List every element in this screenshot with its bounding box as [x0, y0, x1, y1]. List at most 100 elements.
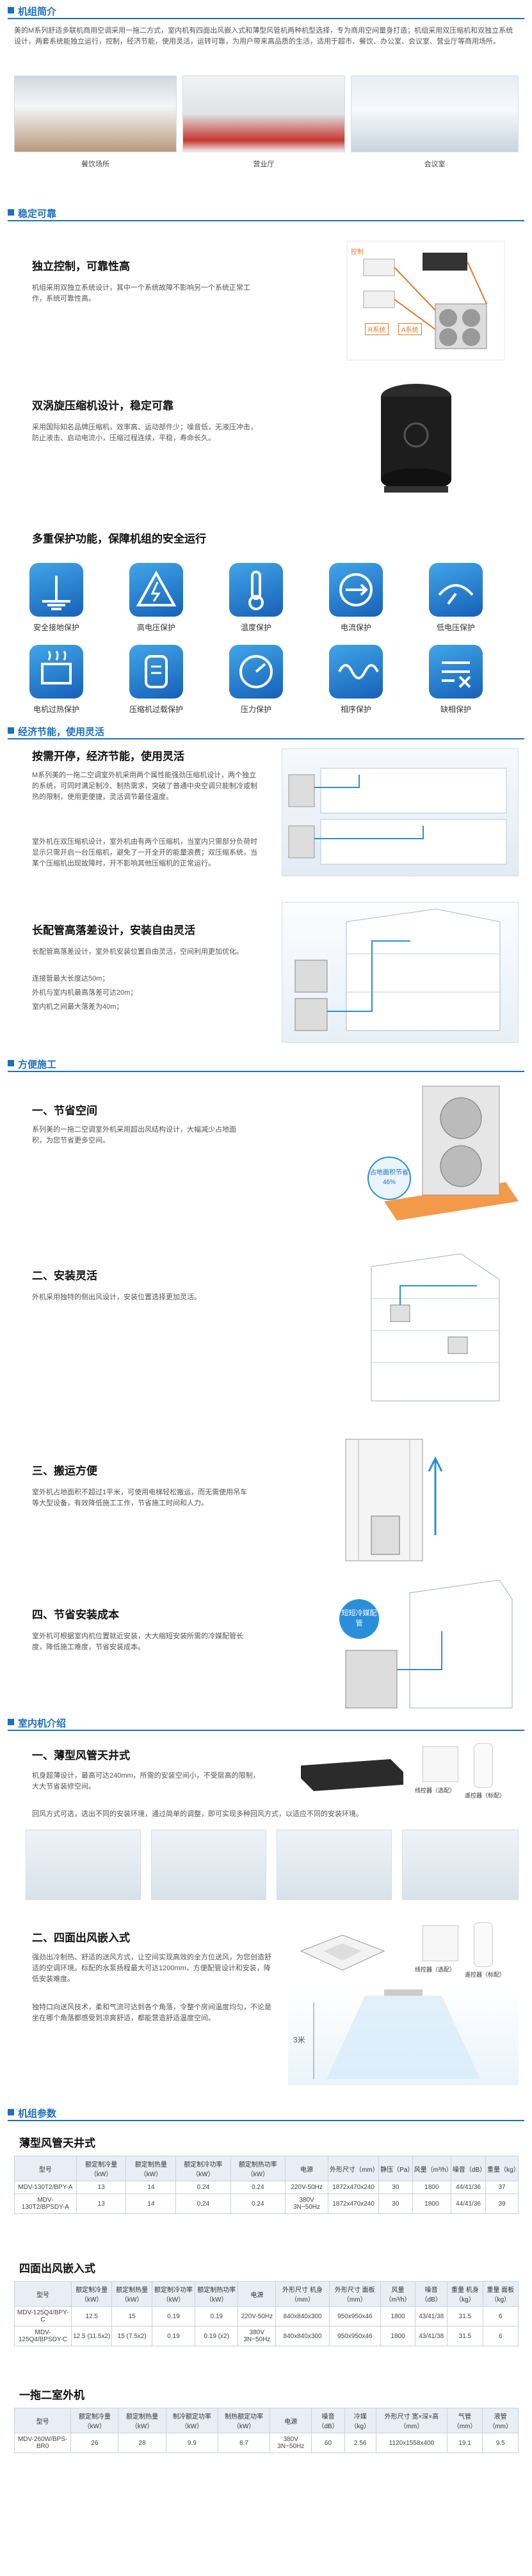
remote-controller-icon: [474, 1743, 493, 1788]
building-install-svg: [371, 1253, 500, 1402]
table-header: 外形尺寸 宽×深×高（mm）: [376, 2408, 447, 2433]
table-header: 额定制冷功率（kW）: [175, 2156, 231, 2181]
table-cell: MDV-125Q4/BPY-C: [13, 2306, 72, 2327]
feature-text-dual-compressor: 室外机在双压缩机设计，室外机由有两个压缩机，当室内只需部分负荷时显示只需开启一台…: [32, 838, 257, 867]
table-header: 额定制热量（kW）: [111, 2281, 152, 2307]
airflow-illustration: 3米: [288, 1989, 519, 2085]
feature-text-long-pipe: 长配管高落差设计，室外机安装位置自由灵活，空间利用更加优化。: [32, 948, 243, 956]
wired-controller-icon: [423, 1746, 458, 1782]
table-cell: 0.24: [230, 2193, 286, 2214]
table-cell: 12.5: [71, 2306, 113, 2327]
section-header-construction: 方便施工: [8, 1055, 524, 1072]
section-title: 稳定可靠: [18, 209, 57, 219]
building-cutaway-svg: [288, 768, 507, 865]
table-cell: 19.1: [446, 2433, 483, 2453]
table-header-row: 型号额定制冷量（kW）额定制热量（kW）额定制冷功率（kW）额定制热功率（kW）…: [13, 2281, 519, 2307]
section-header-indoor: 室内机介绍: [8, 1714, 524, 1731]
section-title: 机组参数: [18, 2109, 57, 2119]
feature-title-duct: 一、薄型风管天井式: [32, 1750, 130, 1762]
table-header: 型号: [14, 2156, 77, 2181]
spec-item: 室内机之间最大落差为40m；: [32, 1003, 124, 1011]
table-cell: 9.9: [165, 2433, 218, 2453]
protection-label: 低电压保护: [436, 623, 475, 632]
table-cell: 220V-50Hz: [285, 2181, 328, 2194]
table-cell: 840x840x300: [275, 2326, 330, 2346]
table-cell: 9.5: [482, 2433, 519, 2453]
table-cell: MDV-125Q4/BPSDY-C: [13, 2326, 72, 2346]
phase-loss-icon: [429, 645, 483, 699]
feature-text-airflow: 独特口向送风技术，柔和气流可达到各个角落，令整个房间温度均匀，不论是坐在哪个角落…: [32, 2003, 271, 2022]
table-header: 噪音（dB）: [311, 2408, 345, 2433]
feature-title-long-pipe: 长配管高落差设计，安装自由灵活: [32, 924, 195, 936]
table-cell: 14: [125, 2181, 177, 2194]
short-pipe-svg: [345, 1579, 513, 1709]
outdoor-unit-footprint-image: 占地面积节省46%: [359, 1073, 525, 1233]
table-header: 噪音（dB）: [450, 2156, 486, 2181]
table-duct: 型号额定制冷量（kW）额定制热量（kW）额定制冷功率（kW）额定制热功率（kW）…: [14, 2156, 520, 2214]
space-saving-badge: 占地面积节省46%: [367, 1157, 411, 1200]
pressure-icon: [229, 645, 283, 699]
current-icon: [329, 563, 383, 617]
table-header: 制冷额定功率（kW）: [165, 2408, 218, 2433]
table-cell: 26: [70, 2433, 119, 2453]
table-cell: 15 (7.5x2): [111, 2326, 152, 2346]
table-header: 额定制热量（kW）: [118, 2408, 166, 2433]
table-header: 额定制热功率（kW）: [195, 2281, 239, 2307]
feature-text-flexible: 外机采用独特的侧出风设计，安装位置选择更加灵活。: [32, 1293, 201, 1301]
high-drop-building-image: [282, 902, 519, 1043]
table-header: 重量（kg）: [485, 2156, 520, 2181]
protection-label: 压力保护: [240, 705, 271, 714]
feature-text-compressor: 采用国际知名品牌压缩机，效率高、运动部件少；噪音低，无液压冲击，防止液击、启动电…: [32, 423, 257, 442]
feature-text-cassette: 强劲出冷制热、舒适的送风方式，让空间实现高效的全方位送风，为您创造舒适的空调环境…: [32, 1954, 271, 1983]
elevator-svg: [345, 1439, 443, 1561]
table-title-duct: 薄型风管天井式: [19, 2137, 95, 2149]
cassette-unit-image: [294, 1925, 391, 1983]
table-cell: 950x950x46: [328, 2326, 381, 2346]
table-header: 外形尺寸 机身（mm）: [275, 2281, 330, 2307]
table-cell: 0.24: [175, 2193, 231, 2214]
table-header: 型号: [13, 2281, 72, 2307]
table-header: 气管（mm）: [446, 2408, 483, 2433]
table-header: 电源: [285, 2156, 328, 2181]
table-cell: 30: [378, 2193, 413, 2214]
protection-label: 电流保护: [340, 623, 371, 632]
feature-text-duct: 机身超薄设计，最高可达240mm，所需的安装空间小，不受层高的限制，大大节省装修…: [32, 1772, 260, 1790]
section-header-intro: 机组简介: [8, 3, 524, 19]
feature-text-on-demand: M系列美的一拖二空调室外机采用两个属性能强劲压缩机设计，两个独立的系统，可同时满…: [32, 771, 257, 801]
table-header: 额定制热量（kW）: [125, 2156, 177, 2181]
phase-sequence-icon: [329, 645, 383, 699]
compressor-image: [359, 377, 474, 505]
return-air-option-image: [402, 1829, 519, 1900]
return-air-option-image: [277, 1829, 392, 1900]
protection-label: 高电压保护: [136, 623, 175, 632]
table-header: 制热额定功率（kW）: [217, 2408, 271, 2433]
table-header: 重量 面板（kg）: [482, 2281, 519, 2307]
table-title-outdoor: 一拖二室外机: [19, 2389, 85, 2401]
feature-title-flexible: 二、安装灵活: [32, 1270, 97, 1282]
low-voltage-icon: [429, 563, 483, 617]
table-header: 外形尺寸（mm）: [327, 2156, 380, 2181]
building-install-image: [333, 1241, 519, 1414]
table-cell: 31.5: [447, 2326, 483, 2346]
caption-restaurant: 餐饮场所: [81, 161, 109, 168]
airflow-svg: [313, 1989, 480, 2079]
protection-label: 相序保护: [340, 705, 371, 714]
dual-system-diagram-svg: [346, 241, 505, 361]
wired-controller-icon: [423, 1925, 458, 1961]
table-header: 风量（m³/h）: [412, 2156, 453, 2181]
table-cell: 380V 3N~50Hz: [270, 2433, 312, 2453]
motor-overheat-icon: [29, 645, 83, 699]
table-header: 额定制冷量（kW）: [70, 2408, 119, 2433]
dual-system-diagram: 控制 R系统 A系统: [346, 240, 506, 361]
diagram-r-system-label: R系统: [365, 323, 389, 335]
table-cell: 31.5: [447, 2306, 483, 2327]
protection-label: 温度保护: [240, 623, 271, 632]
caption-meeting-room: 会议室: [424, 161, 446, 168]
section-title: 经济节能，使用灵活: [18, 727, 105, 738]
high-voltage-icon: [129, 563, 183, 617]
section-header-parameters: 机组参数: [8, 2105, 524, 2121]
